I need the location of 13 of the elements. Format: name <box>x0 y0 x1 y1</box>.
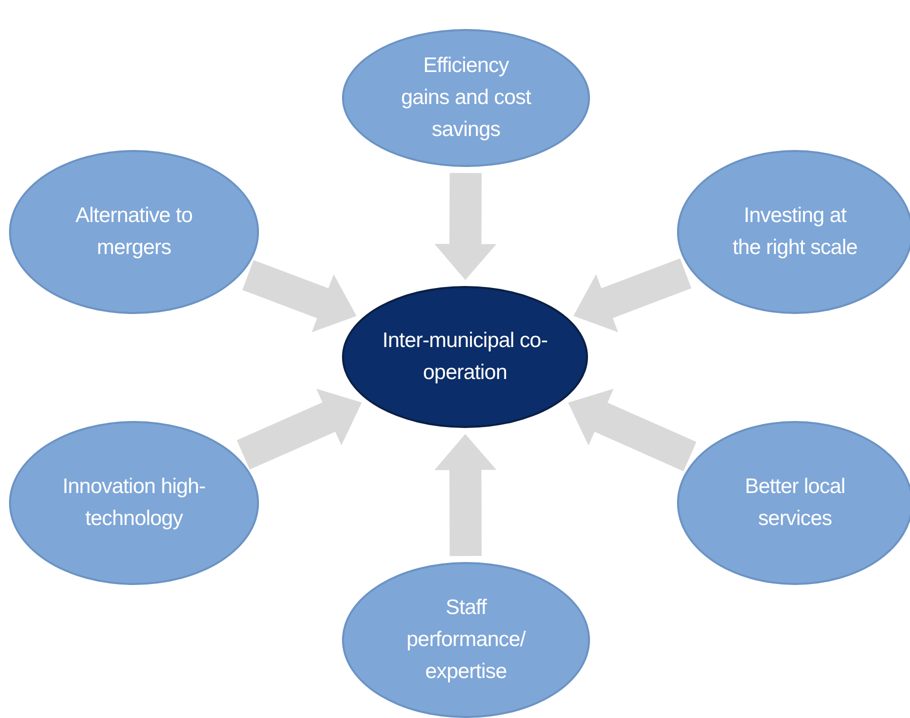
block-arrow <box>573 258 692 332</box>
ellipse-label: Staff performance/ expertise <box>406 595 527 685</box>
block-arrow <box>434 172 496 280</box>
ellipse-label: Investing at the right scale <box>732 203 858 261</box>
ellipse-label: Alternative to mergers <box>74 203 194 261</box>
ellipse-label: Innovation high-technology <box>61 474 207 532</box>
ellipse-label: Inter-municipal co-operation <box>381 328 549 386</box>
block-arrow <box>236 388 362 470</box>
ellipse-label: Efficiency gains and cost savings <box>401 53 531 143</box>
block-arrow <box>568 388 696 472</box>
block-arrow <box>434 434 496 556</box>
ellipse-label: Better local services <box>744 474 846 532</box>
block-arrow <box>242 260 356 332</box>
